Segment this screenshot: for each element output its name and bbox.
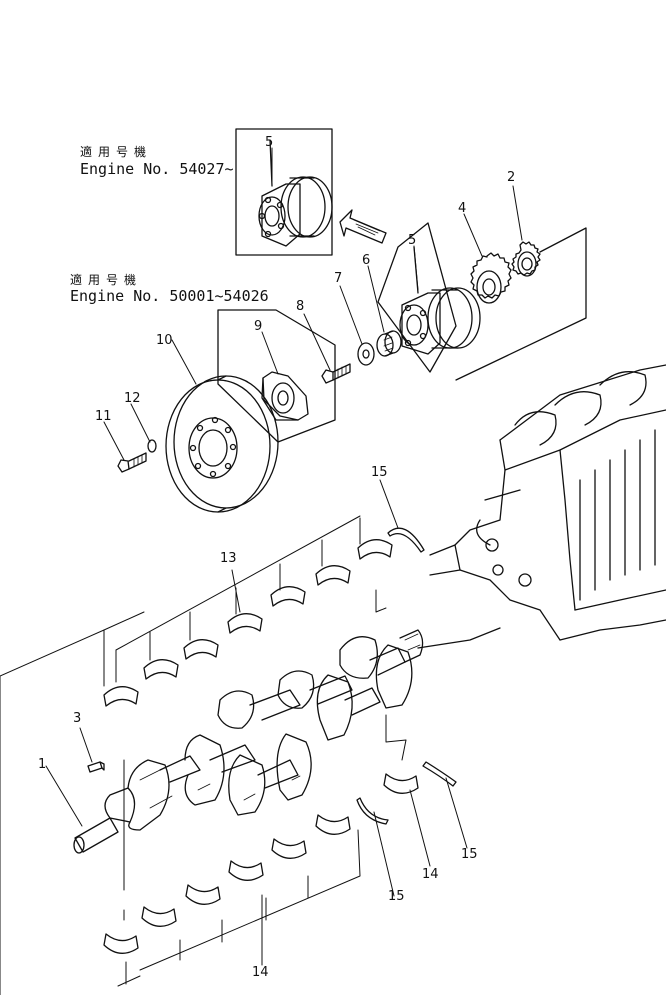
callout-1: 1 <box>38 757 46 772</box>
callout-5-lower: 5 <box>408 233 416 248</box>
assembly-lines <box>0 515 407 996</box>
callout-14-right: 14 <box>422 867 439 882</box>
callout-2: 2 <box>507 170 515 185</box>
callout-13: 13 <box>220 551 237 566</box>
callout-14-bottom: 14 <box>252 965 269 980</box>
leader-lines <box>45 147 523 966</box>
crankshaft-gear <box>511 241 541 277</box>
pulley-hub-upper-variant <box>235 128 333 256</box>
pulley-hub-lower-variant <box>217 309 336 443</box>
applicable-model-label-upper: 適用号機 <box>80 145 153 159</box>
pulley-hub <box>377 222 481 373</box>
key <box>87 761 105 773</box>
callout-15-bottom-right: 15 <box>461 847 478 862</box>
crankshaft <box>73 629 424 854</box>
engine-serial-range-lower: Engine No. 50001~54026 <box>70 287 269 305</box>
callout-numbers: 1 2 3 4 5 5 6 7 8 9 10 11 12 13 14 14 15… <box>38 135 515 980</box>
applicable-model-label-lower: 適用号機 <box>70 273 143 287</box>
callout-11: 11 <box>95 409 112 424</box>
callout-3: 3 <box>73 711 81 726</box>
callout-10: 10 <box>156 333 173 348</box>
damper-bolt <box>117 452 147 473</box>
gear-case-outline <box>455 227 587 381</box>
callout-9: 9 <box>254 319 262 334</box>
crankshaft-pulley <box>165 375 279 513</box>
engine-serial-range-upper: Engine No. 54027~ <box>80 160 234 178</box>
callout-7: 7 <box>334 271 342 286</box>
lower-main-bearings <box>103 761 457 954</box>
callout-4: 4 <box>458 201 466 216</box>
timing-gear <box>470 252 512 304</box>
pulley-bolt <box>321 363 351 384</box>
callout-15-top: 15 <box>371 465 388 480</box>
upper-main-bearings <box>103 527 425 707</box>
direction-arrow <box>339 209 387 244</box>
engine-block <box>417 364 666 649</box>
callout-12: 12 <box>124 391 141 406</box>
callout-15-bottom-left: 15 <box>388 889 405 904</box>
callout-6: 6 <box>362 253 370 268</box>
callout-5-upper: 5 <box>265 135 273 150</box>
callout-8: 8 <box>296 299 304 314</box>
collar <box>376 330 402 357</box>
washer <box>357 342 375 366</box>
lock-washer <box>147 439 157 453</box>
